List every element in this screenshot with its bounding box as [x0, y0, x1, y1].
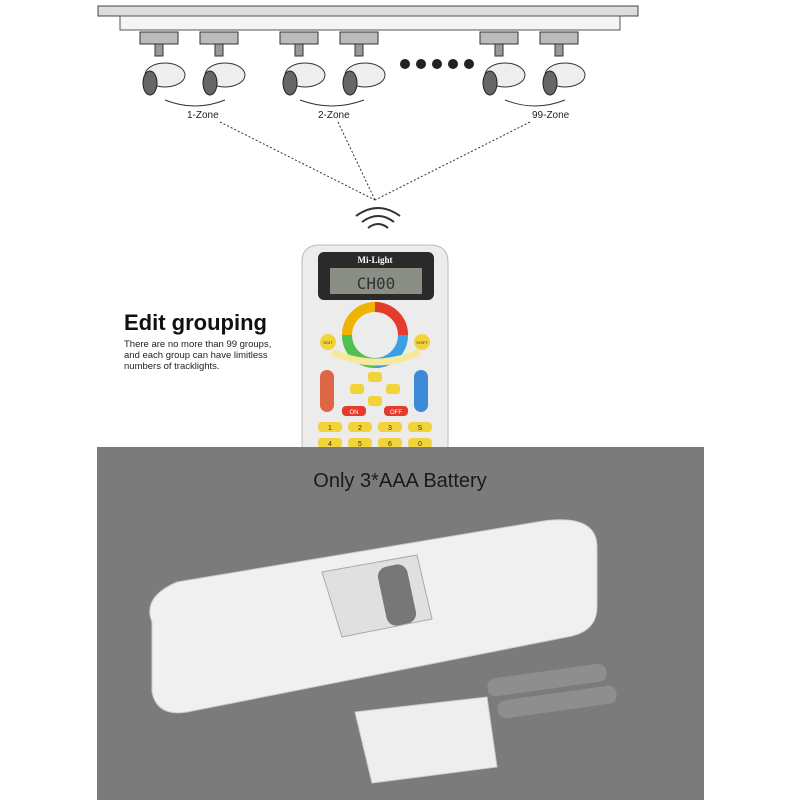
inserted-battery	[377, 564, 417, 626]
edit-button[interactable]	[320, 334, 336, 350]
dpad-down-button[interactable]	[368, 396, 382, 406]
edit-button-label: EDIT	[323, 340, 333, 345]
ceiling-rail	[97, 5, 639, 17]
track-light-5	[479, 31, 526, 96]
loose-battery-1	[487, 663, 607, 697]
loose-battery-2	[497, 685, 617, 719]
track-light-1	[139, 31, 186, 96]
track-light-4	[339, 31, 386, 96]
track-light-2	[199, 31, 246, 96]
signal-line-2	[337, 121, 376, 201]
brightness-slider[interactable]	[330, 348, 422, 366]
zone-label-1: 1-Zone	[187, 110, 219, 121]
edit-grouping-title: Edit grouping	[124, 310, 267, 335]
remote-control: Mi-Light CH00 EDIT SHIFT ON OFF 1 2 3 S …	[301, 244, 449, 451]
ellipsis-dots	[400, 59, 474, 69]
lcd-screen	[330, 268, 422, 294]
key-3-button[interactable]	[378, 422, 402, 432]
zone-arc-3	[504, 99, 566, 107]
key-2-label: 2	[358, 425, 362, 432]
shift-button[interactable]	[414, 334, 430, 350]
description-line-3: numbers of tracklights.	[124, 361, 220, 372]
key-0-label: 0	[418, 441, 422, 448]
remote-brand: Mi-Light	[358, 255, 393, 265]
zone-arc-1	[164, 99, 226, 107]
edit-grouping-description: There are no more than 99 groups, and ea…	[124, 339, 299, 372]
zone-label-3: 99-Zone	[532, 110, 570, 121]
key-s-button[interactable]	[408, 422, 432, 432]
dpad-left-button[interactable]	[350, 384, 364, 394]
dpad-up-button[interactable]	[368, 372, 382, 382]
key-3-label: 3	[388, 425, 392, 432]
wireless-signal-icon	[355, 207, 401, 229]
track-light-3	[279, 31, 326, 96]
key-5-label: 5	[358, 441, 362, 448]
key-0-button[interactable]	[408, 438, 432, 448]
track-light-6	[539, 31, 586, 96]
description-line-2: and each group can have limitless	[124, 350, 268, 361]
battery-scene	[149, 519, 617, 784]
color-temp-slider[interactable]	[320, 370, 334, 412]
signal-line-3	[374, 121, 531, 201]
lcd-text: CH00	[357, 274, 396, 293]
battery-title: Only 3*AAA Battery	[313, 470, 487, 492]
battery-door	[354, 696, 498, 784]
shift-button-label: SHIFT	[416, 340, 428, 345]
key-1-label: 1	[328, 425, 332, 432]
off-button[interactable]	[384, 406, 408, 416]
key-6-label: 6	[388, 441, 392, 448]
dpad-right-button[interactable]	[386, 384, 400, 394]
battery-section	[97, 447, 704, 800]
on-button[interactable]	[342, 406, 366, 416]
track-lights-illustration: Mi-Light CH00 EDIT SHIFT ON OFF 1 2 3 S …	[97, 5, 639, 451]
zone-arc-2	[299, 99, 365, 107]
key-5-button[interactable]	[348, 438, 372, 448]
track-rail	[119, 15, 621, 31]
track-scene: Mi-Light CH00 EDIT SHIFT ON OFF 1 2 3 S …	[97, 5, 639, 451]
zone-label-2: 2-Zone	[318, 110, 350, 121]
speed-slider[interactable]	[414, 370, 428, 412]
key-4-label: 4	[328, 441, 332, 448]
key-1-button[interactable]	[318, 422, 342, 432]
key-6-button[interactable]	[378, 438, 402, 448]
off-button-label: OFF	[390, 410, 402, 416]
key-s-label: S	[418, 425, 423, 432]
key-2-button[interactable]	[348, 422, 372, 432]
on-button-label: ON	[350, 410, 359, 416]
description-line-1: There are no more than 99 groups,	[124, 339, 272, 350]
signal-line-1	[219, 121, 376, 201]
key-4-button[interactable]	[318, 438, 342, 448]
